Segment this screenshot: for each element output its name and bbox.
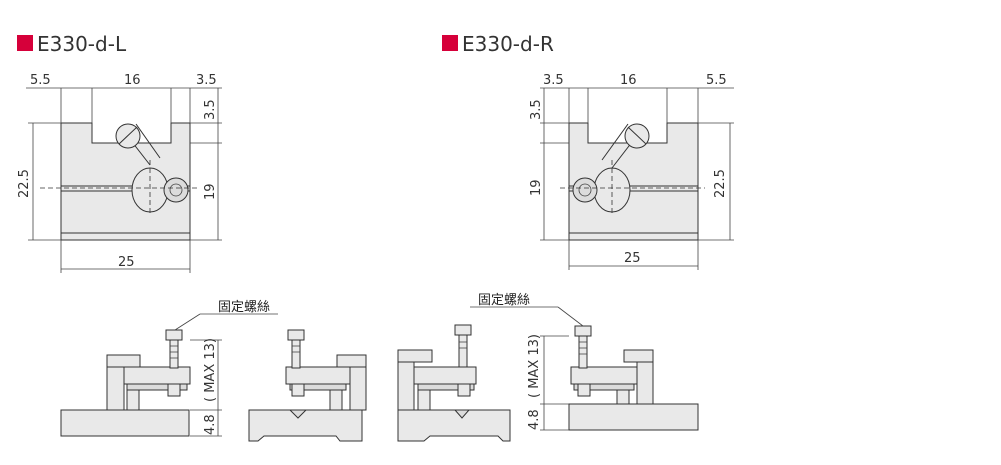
title-right: E330-d-R bbox=[462, 32, 554, 56]
leader-right bbox=[557, 306, 584, 327]
dim-left-top-b: 16 bbox=[124, 73, 141, 88]
max-label-right: ( MAX 13) bbox=[527, 334, 542, 398]
side-view-right-2 bbox=[568, 325, 699, 431]
side-view-left-1 bbox=[60, 329, 191, 437]
screw-label-right: 固定螺絲 bbox=[478, 293, 530, 308]
side-view-right-1 bbox=[397, 324, 511, 442]
max-label-left: ( MAX 13) bbox=[203, 338, 218, 402]
title-marker-left bbox=[17, 35, 33, 51]
plan-view-right bbox=[540, 87, 734, 270]
dim-right-right-height: 22.5 bbox=[713, 169, 728, 198]
title-marker-right bbox=[442, 35, 458, 51]
dim-left-top-c: 3.5 bbox=[196, 73, 217, 88]
dim-left-top-a: 5.5 bbox=[30, 73, 51, 88]
dim-right-left-height: 19 bbox=[529, 179, 544, 196]
side-view-left-2 bbox=[248, 329, 367, 442]
screw-label-left: 固定螺絲 bbox=[218, 300, 270, 315]
leader-left bbox=[174, 313, 201, 331]
dim-left-right-top: 3.5 bbox=[203, 99, 218, 120]
dim-right-top-c: 5.5 bbox=[706, 73, 727, 88]
dim-left-bottom: 25 bbox=[118, 255, 135, 270]
dim-right-top-b: 16 bbox=[620, 73, 637, 88]
plan-view-left bbox=[26, 87, 222, 273]
dim-left-right-height: 19 bbox=[203, 183, 218, 200]
dim-right-left-top: 3.5 bbox=[529, 99, 544, 120]
dim-right-bottom: 25 bbox=[624, 251, 641, 266]
dim-left-left-height: 22.5 bbox=[17, 169, 32, 198]
dim-right-top-a: 3.5 bbox=[543, 73, 564, 88]
title-left: E330-d-L bbox=[37, 32, 127, 56]
base-label-right: 4.8 bbox=[527, 409, 542, 430]
base-label-left: 4.8 bbox=[203, 414, 218, 435]
